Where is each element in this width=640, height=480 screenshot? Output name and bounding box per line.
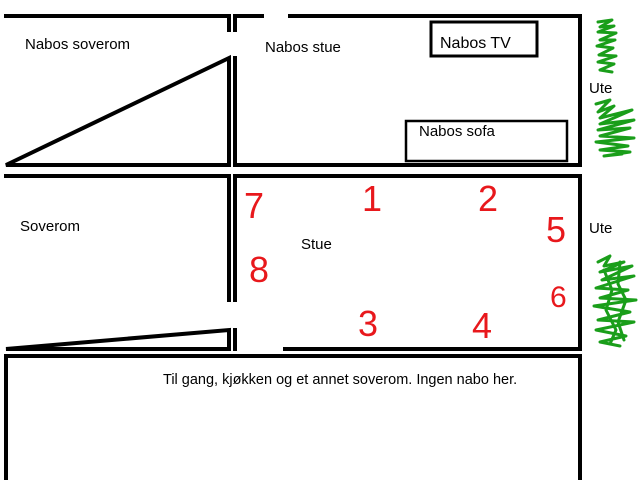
vegetation — [592, 18, 638, 348]
hedge-lower-detail-2 — [616, 260, 628, 342]
walls — [4, 14, 582, 480]
hedge-upper-bottom — [594, 98, 636, 158]
markers: 1 2 3 4 5 6 7 8 — [244, 178, 567, 346]
neighbor-bedroom-label: Nabos soverom — [25, 36, 130, 53]
living-label: Stue — [301, 236, 332, 253]
neighbor-living-label: Nabos stue — [265, 39, 341, 56]
bedroom-label: Soverom — [20, 218, 80, 235]
neighbor-living-walls — [233, 14, 582, 167]
hallway-note: Til gang, kjøkken og et annet soverom. I… — [163, 372, 517, 388]
outside-label-upper: Ute — [589, 80, 612, 97]
room-labels: Nabos soverom Nabos stue Nabos TV Nabos … — [20, 35, 612, 388]
neighbor-tv-box — [429, 20, 539, 58]
living-walls — [233, 174, 582, 351]
hedge-lower-detail — [602, 268, 618, 346]
bedroom-walls — [4, 174, 231, 351]
neighbor-bedroom-walls — [4, 14, 231, 167]
marker-7: 7 — [244, 185, 264, 226]
neighbor-tv-label: Nabos TV — [440, 35, 511, 52]
outside-label-lower: Ute — [589, 220, 612, 237]
marker-2: 2 — [478, 178, 498, 219]
neighbor-sofa-box — [404, 119, 569, 163]
marker-8: 8 — [249, 249, 269, 290]
neighbor-sofa-label: Nabos sofa — [419, 123, 496, 140]
marker-3: 3 — [358, 303, 378, 344]
marker-5: 5 — [546, 209, 566, 250]
marker-6: 6 — [550, 281, 567, 314]
hedge-upper-top — [595, 18, 618, 74]
hallway-walls — [4, 354, 582, 480]
marker-1: 1 — [362, 178, 382, 219]
marker-4: 4 — [472, 305, 492, 346]
